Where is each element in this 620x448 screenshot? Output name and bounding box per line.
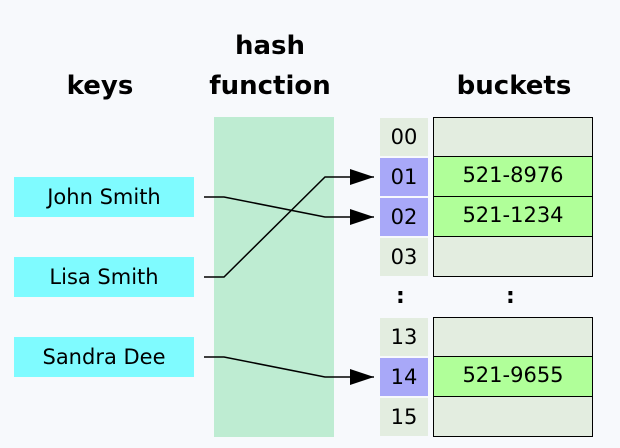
bucket-index-02: 02	[380, 198, 428, 236]
key-sandra-dee: Sandra Dee	[14, 337, 194, 377]
keys-heading: keys	[66, 71, 134, 101]
index-ellipsis: :	[396, 284, 405, 309]
bucket-00	[433, 117, 593, 157]
hash-function-heading: hash function	[190, 26, 350, 106]
bucket-02: 521-1234	[433, 197, 593, 237]
bucket-index-15: 15	[380, 398, 428, 436]
bucket-03	[433, 237, 593, 277]
bucket-01: 521-8976	[433, 157, 593, 197]
bucket-14: 521-9655	[433, 357, 593, 397]
bucket-index-01: 01	[380, 158, 428, 196]
key-lisa-smith: Lisa Smith	[14, 257, 194, 297]
arrow-john-smith	[204, 196, 374, 225]
bucket-index-13: 13	[380, 318, 428, 356]
hash-function-heading-line1: hash	[234, 31, 306, 61]
arrow-sandra-dee	[204, 356, 374, 385]
bucket-index-14: 14	[380, 358, 428, 396]
key-john-smith: John Smith	[14, 177, 194, 217]
bucket-13	[433, 317, 593, 357]
buckets-heading: buckets	[456, 71, 572, 101]
arrow-lisa-smith	[204, 169, 374, 278]
bucket-index-03: 03	[380, 238, 428, 276]
hash-function-band	[214, 117, 334, 437]
bucket-ellipsis: :	[506, 284, 515, 309]
hash-function-heading-line2: function	[209, 71, 331, 101]
bucket-15	[433, 397, 593, 437]
bucket-index-00: 00	[380, 118, 428, 156]
